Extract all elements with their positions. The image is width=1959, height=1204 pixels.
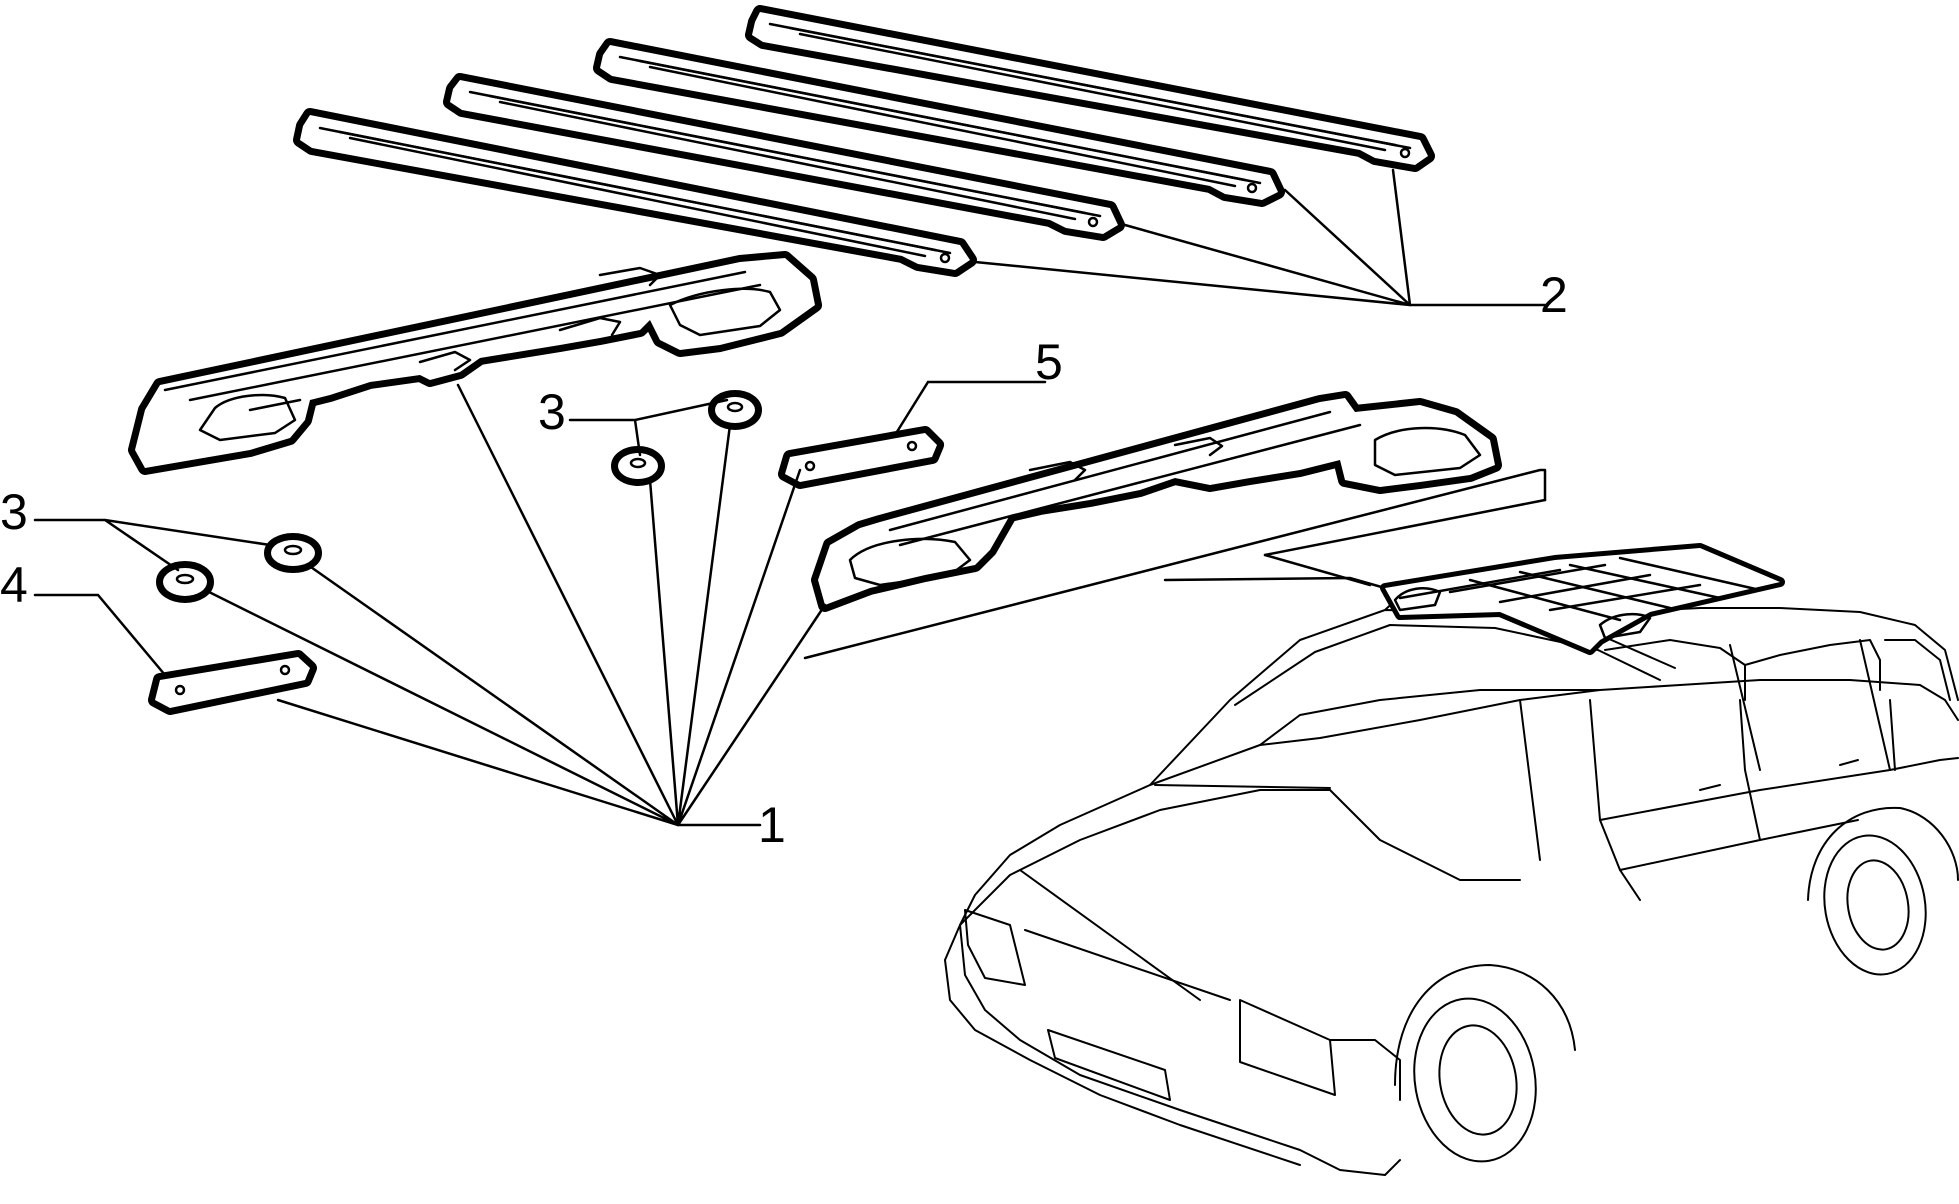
callout-2: 2 [1540, 267, 1568, 323]
cross-bar-2 [443, 73, 1125, 241]
callout-1: 1 [758, 797, 786, 853]
washers [156, 390, 762, 603]
callout-5: 5 [1035, 334, 1063, 390]
cross-bar-1 [293, 108, 977, 277]
cross-bars [293, 5, 1435, 277]
side-rail-right [811, 391, 1502, 612]
callout-4: 4 [0, 557, 28, 613]
callout-3-upper: 3 [538, 384, 566, 440]
roof-rack-on-car [1380, 543, 1785, 655]
cross-bar-4 [745, 5, 1435, 172]
callout-labels: 1 2 3 3 4 5 [0, 267, 1568, 853]
side-rail-left [128, 251, 822, 475]
car-illustration [944, 543, 1959, 1176]
washer-top-left [611, 446, 665, 486]
washer-lower-right [264, 533, 322, 573]
callout-3-lower: 3 [0, 484, 28, 540]
leader-lines [33, 168, 1547, 827]
plate-part-5 [778, 426, 944, 489]
washer-lower-left [156, 561, 214, 603]
cross-bar-3 [593, 38, 1285, 207]
washer-top-right [708, 390, 762, 430]
plate-part-4 [148, 650, 317, 715]
